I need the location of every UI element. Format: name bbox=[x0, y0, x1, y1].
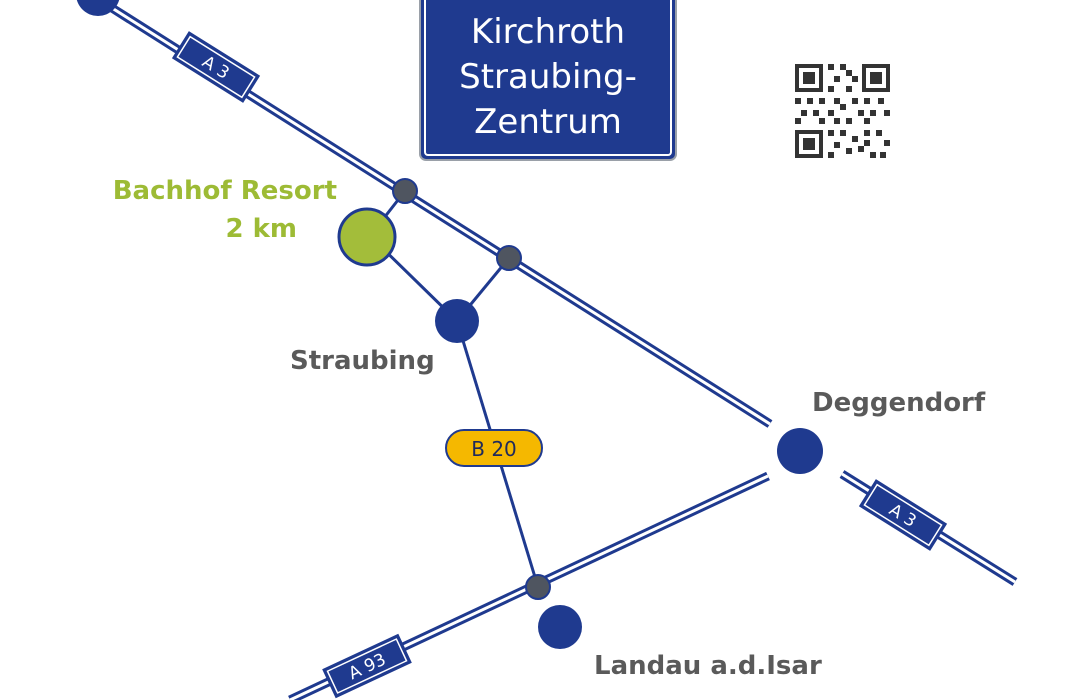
city-label-landau: Landau a.d.Isar bbox=[594, 651, 822, 681]
a3-shield-lower: A 3 bbox=[858, 479, 948, 551]
city-label-deggendorf: Deggendorf bbox=[812, 388, 986, 418]
sign-line-1: Kirchroth bbox=[471, 12, 625, 52]
a3-shield-upper: A 3 bbox=[171, 31, 261, 103]
resort-dot bbox=[337, 207, 397, 267]
sign-line-3: Zentrum bbox=[474, 102, 622, 142]
b20-badge-label: B 20 bbox=[471, 437, 517, 461]
a93-shield: A 93 bbox=[322, 633, 412, 699]
b20-badge: B 20 bbox=[445, 429, 543, 467]
junction-dot-a93 bbox=[525, 574, 551, 600]
resort-name-label: Bachhof Resort bbox=[113, 176, 337, 206]
resort-distance-label: 2 km bbox=[225, 214, 297, 244]
city-label-straubing: Straubing bbox=[290, 346, 435, 376]
junction-dot-a3-east bbox=[496, 245, 522, 271]
city-dot-straubing bbox=[435, 299, 479, 343]
city-dot-landau bbox=[538, 605, 582, 649]
destination-sign: Kirchroth Straubing- Zentrum bbox=[419, 0, 677, 161]
city-dot-deggendorf bbox=[777, 428, 823, 474]
sign-line-2: Straubing- bbox=[459, 57, 637, 97]
qr-code-icon bbox=[795, 64, 890, 158]
junction-dot-a3-west bbox=[392, 178, 418, 204]
city-dot-offscreen bbox=[76, 0, 120, 16]
